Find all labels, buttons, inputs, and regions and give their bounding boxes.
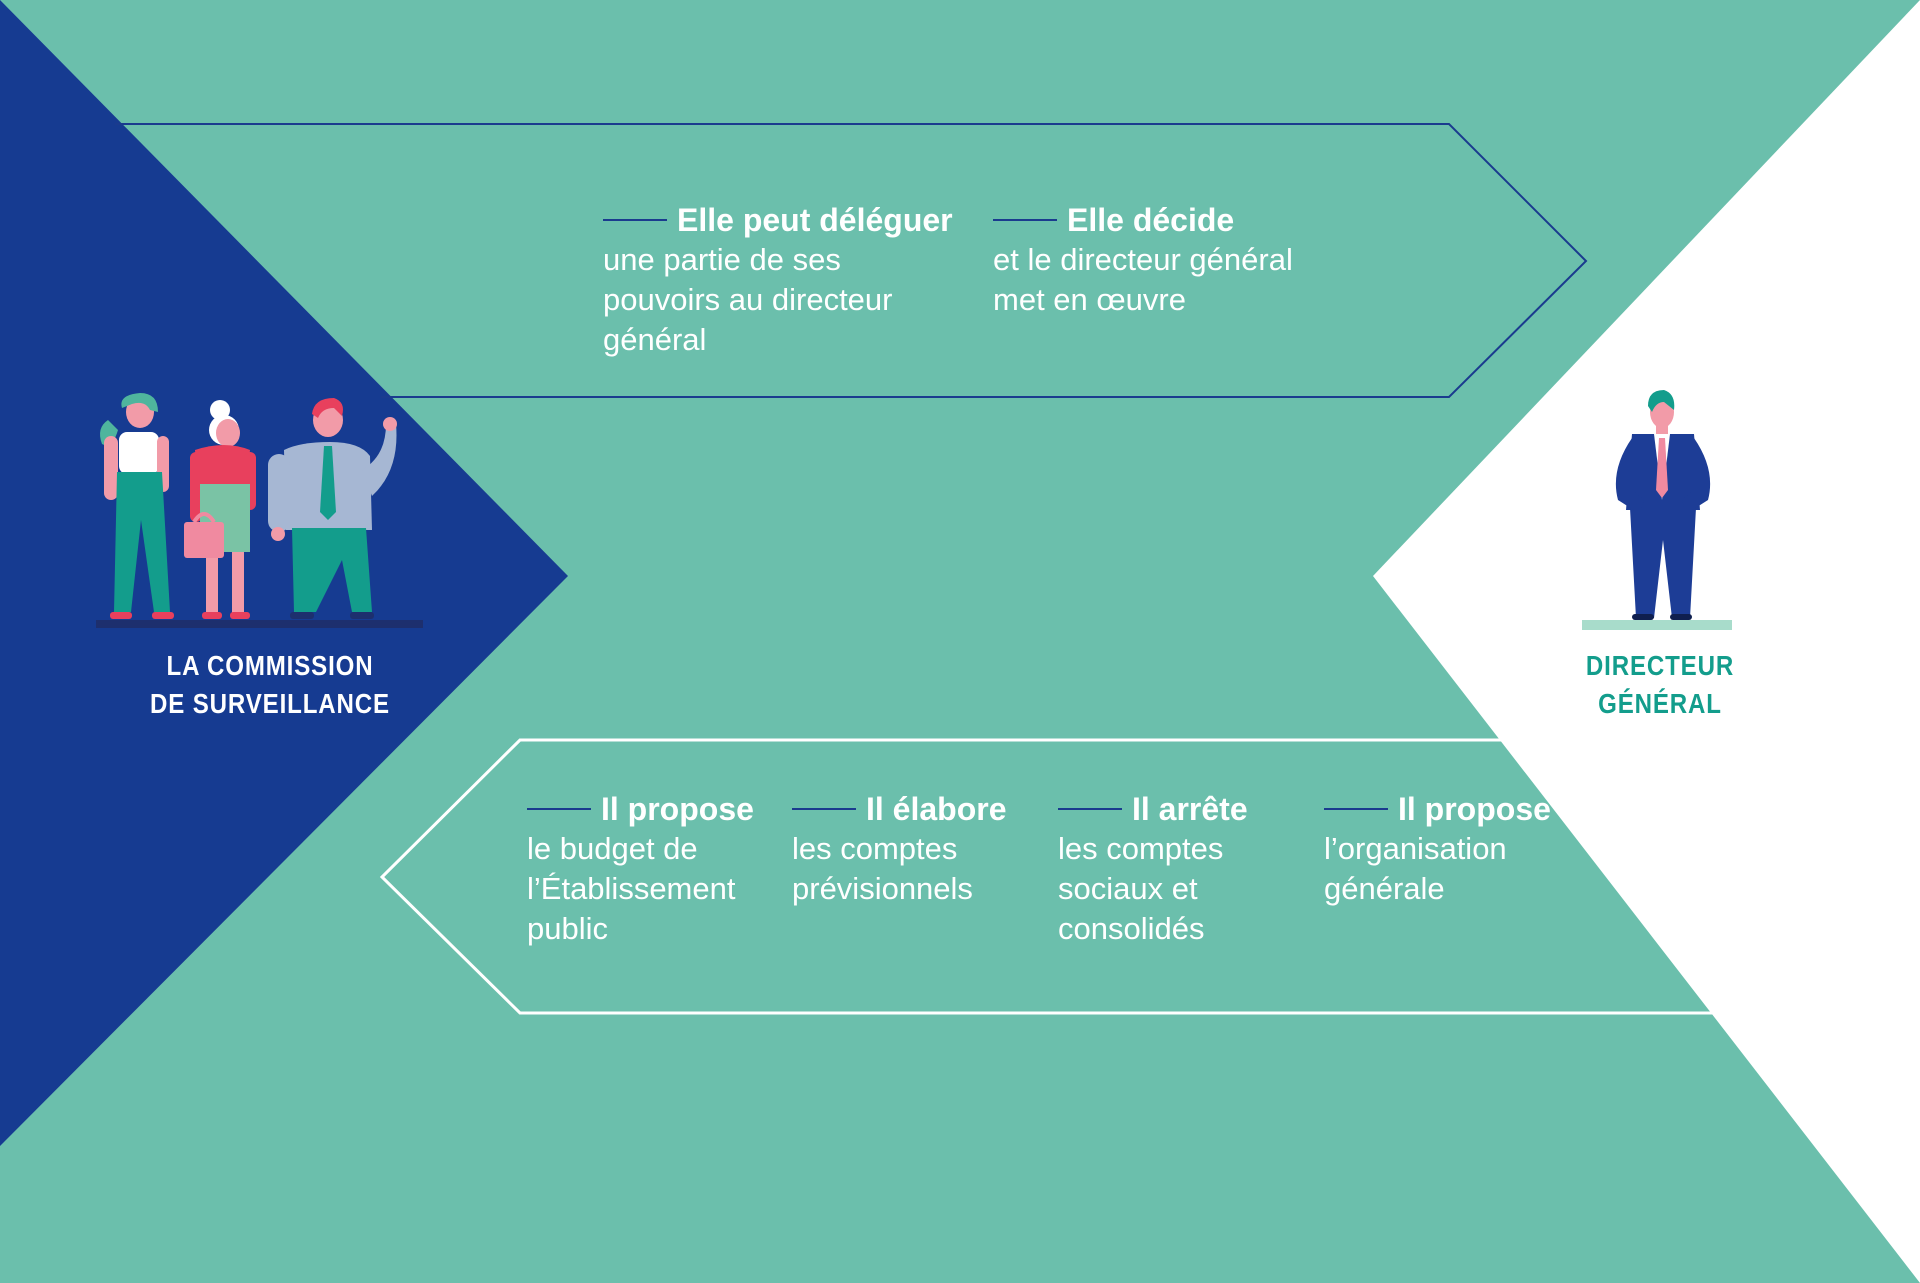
label-line: LA COMMISSION: [166, 650, 374, 681]
item-title: Il propose: [601, 791, 754, 827]
bottom-item-budget: Il propose le budget de l’Établissement …: [527, 789, 754, 949]
label-line: DIRECTEUR: [1585, 650, 1735, 681]
label-line: GÉNÉRAL: [1598, 688, 1722, 719]
group-of-three-people-icon: [96, 393, 423, 628]
right-white-triangle: [1373, 0, 1920, 1283]
item-line: générale: [1324, 871, 1445, 906]
top-item-delegate: Elle peut déléguer une partie de ses pou…: [603, 200, 953, 360]
item-line: public: [527, 911, 608, 946]
item-line: sociaux et: [1058, 871, 1198, 906]
item-line: l’organisation: [1324, 831, 1507, 866]
dash-marker: [603, 219, 667, 221]
item-line: consolidés: [1058, 911, 1205, 946]
dash-marker: [1324, 808, 1388, 810]
bottom-arrow-outline: [379, 738, 1813, 1015]
commission-label: LA COMMISSION DE SURVEILLANCE: [124, 647, 416, 723]
item-title: Il élabore: [866, 791, 1007, 827]
bottom-item-forecast: Il élabore les comptes prévisionnels: [792, 789, 1007, 909]
dash-marker: [527, 808, 591, 810]
item-line: général: [603, 322, 707, 357]
label-line: DE SURVEILLANCE: [150, 688, 390, 719]
item-title: Elle décide: [1067, 202, 1235, 238]
item-line: le budget de: [527, 831, 698, 866]
top-item-decide: Elle décide et le directeur général met …: [993, 200, 1293, 320]
item-line: l’Établissement: [527, 871, 736, 906]
director-label: DIRECTEUR GÉNÉRAL: [1540, 647, 1781, 723]
top-arrow-outline: [115, 123, 1588, 398]
item-line: une partie de ses: [603, 242, 841, 277]
bottom-item-accounts: Il arrête les comptes sociaux et consoli…: [1058, 789, 1248, 949]
bottom-item-organisation: Il propose l’organisation générale: [1324, 789, 1551, 909]
item-line: et le directeur général: [993, 242, 1293, 277]
man-in-suit-icon: [1582, 390, 1732, 630]
item-title: Elle peut déléguer: [677, 202, 953, 238]
item-title: Il arrête: [1132, 791, 1248, 827]
item-line: met en œuvre: [993, 282, 1186, 317]
dash-marker: [993, 219, 1057, 221]
dash-marker: [792, 808, 856, 810]
item-line: pouvoirs au directeur: [603, 282, 893, 317]
dash-marker: [1058, 808, 1122, 810]
item-line: les comptes: [1058, 831, 1224, 866]
item-line: prévisionnels: [792, 871, 973, 906]
item-title: Il propose: [1398, 791, 1551, 827]
left-navy-triangle: [0, 0, 568, 1146]
item-line: les comptes: [792, 831, 958, 866]
